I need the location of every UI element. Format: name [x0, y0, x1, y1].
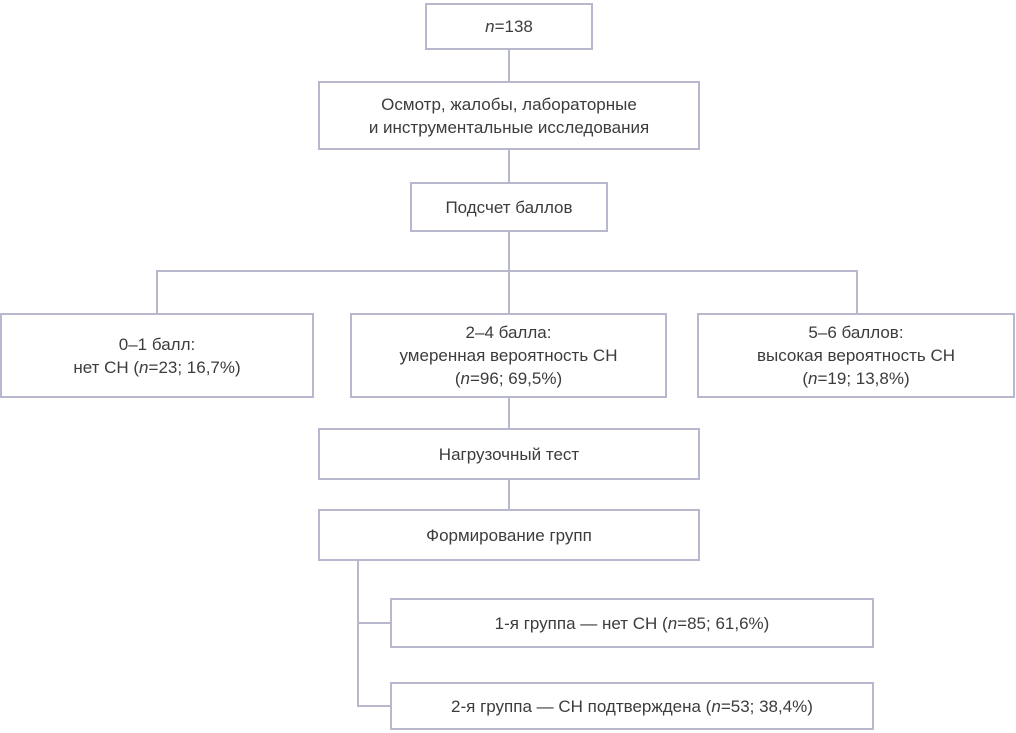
box-score-0-1: 0–1 балл: нет СН (n=23; 16,7%) — [0, 313, 314, 398]
box-text-line: 1-я группа — нет СН (n=85; 61,6%) — [494, 613, 770, 633]
box-text-line: 2-я группа — СН подтверждена (n=53; 38,4… — [451, 696, 813, 716]
box-text-line: Нагрузочный тест — [438, 444, 580, 464]
box-text-line: n=138 — [485, 17, 533, 36]
box-text-line: нет СН (n=23; 16,7%) — [73, 357, 241, 377]
connector-stress-to-groups — [508, 480, 510, 509]
box-group-2: 2-я группа — СН подтверждена (n=53; 38,4… — [390, 682, 874, 730]
box-group-formation: Формирование групп — [318, 509, 700, 561]
box-text-line: умеренная вероятность СН — [399, 346, 618, 365]
connector-to-group-1 — [357, 622, 390, 624]
connector-groups-vertical — [357, 561, 359, 707]
box-text-line: (n=96; 69,5%) — [454, 369, 563, 388]
connector-branch-middle-drop — [508, 270, 510, 313]
connector-branch-horizontal — [156, 270, 858, 272]
box-score-2-4: 2–4 балла: умеренная вероятность СН (n=96;… — [350, 313, 667, 398]
connector-middle-to-stress — [508, 398, 510, 428]
box-group-1: 1-я группа — нет СН (n=85; 61,6%) — [390, 598, 874, 648]
box-score-counting: Подсчет баллов — [410, 182, 608, 232]
box-stress-test: Нагрузочный тест — [318, 428, 700, 480]
box-text-line: (n=19; 13,8%) — [802, 369, 910, 388]
connector-exam-to-score — [508, 150, 510, 182]
box-text-line: и инструментальные исследования — [368, 117, 650, 137]
connector-to-group-2 — [357, 705, 390, 707]
box-text-line: 5–6 баллов: — [808, 323, 904, 342]
box-score-5-6: 5–6 баллов: высокая вероятность СН (n=19; … — [697, 313, 1015, 398]
box-examination: Осмотр, жалобы, лабораторные и инструмент… — [318, 81, 700, 150]
box-total-n: n=138 — [425, 3, 593, 50]
connector-branch-left-drop — [156, 270, 158, 313]
box-text-line: 2–4 балла: — [465, 323, 552, 342]
box-text-line: 0–1 балл: — [118, 334, 196, 354]
box-text-line: Формирование групп — [426, 525, 592, 545]
box-text-line: Осмотр, жалобы, лабораторные — [381, 94, 637, 114]
box-text-line: Подсчет баллов — [445, 197, 573, 217]
connector-total-to-exam — [508, 50, 510, 81]
connector-score-to-branch — [508, 232, 510, 270]
box-text-line: высокая вероятность СН — [756, 346, 956, 365]
connector-branch-right-drop — [856, 270, 858, 313]
